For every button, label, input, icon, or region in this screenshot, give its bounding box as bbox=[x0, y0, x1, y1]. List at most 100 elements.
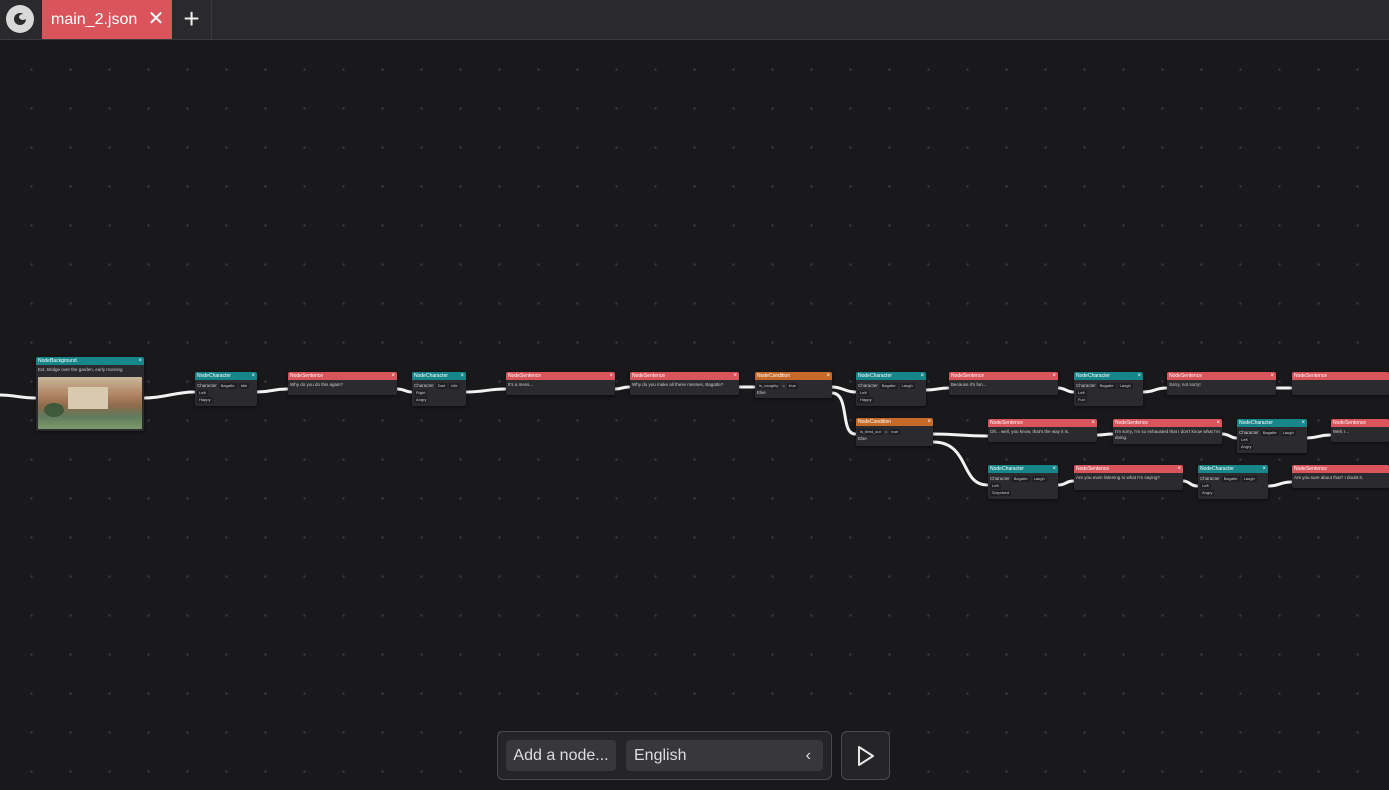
close-icon[interactable]: × bbox=[391, 373, 395, 379]
animation-select[interactable]: Laugh bbox=[899, 382, 915, 389]
node-sentence[interactable]: NodeSentence× Are you even listening to … bbox=[1074, 465, 1183, 490]
wire bbox=[1305, 433, 1332, 440]
close-icon[interactable]: × bbox=[927, 419, 931, 425]
node-title: NodeSentence bbox=[1333, 420, 1367, 426]
close-icon[interactable]: × bbox=[1052, 466, 1056, 472]
expression-select[interactable]: Angry bbox=[1239, 443, 1254, 450]
node-sentence[interactable]: NodeSentence bbox=[1292, 372, 1389, 395]
close-icon[interactable]: × bbox=[1270, 373, 1274, 379]
close-icon[interactable]: × bbox=[251, 373, 255, 379]
node-sentence[interactable]: NodeSentence× Why do you do this again? bbox=[288, 372, 397, 395]
sentence-text[interactable]: Well, I... bbox=[1333, 429, 1350, 434]
expression-select[interactable]: Surprised bbox=[990, 489, 1012, 496]
position-select[interactable]: Right bbox=[414, 389, 428, 396]
node-sentence[interactable]: NodeSentence Are you sure about that? I … bbox=[1292, 465, 1389, 488]
add-node-button[interactable]: Add a node... bbox=[506, 740, 616, 771]
expression-select[interactable]: Angry bbox=[1200, 489, 1215, 496]
expression-select[interactable]: Fun bbox=[1076, 396, 1087, 403]
node-title: NodeCharacter bbox=[1239, 420, 1273, 426]
close-icon[interactable]: × bbox=[1301, 420, 1305, 426]
position-select[interactable]: Left bbox=[858, 389, 869, 396]
sentence-text[interactable]: Oh... well, you know, that's the way it … bbox=[990, 429, 1070, 434]
animation-select[interactable]: Laugh bbox=[1280, 429, 1296, 436]
wire bbox=[613, 385, 631, 391]
character-select[interactable]: Bagatte bbox=[1097, 382, 1116, 389]
condition-variable[interactable]: is_tired_out bbox=[858, 428, 883, 435]
animation-select[interactable]: Idle bbox=[449, 382, 460, 389]
condition-value[interactable]: true bbox=[787, 382, 798, 389]
sentence-text[interactable]: Are you even listening to what I'm sayin… bbox=[1076, 475, 1160, 480]
close-icon[interactable]: × bbox=[609, 373, 613, 379]
add-tab-button[interactable]: + bbox=[172, 0, 212, 39]
character-select[interactable]: Bagatte bbox=[1260, 429, 1279, 436]
node-condition[interactable]: NodeCondition× is_tired_out=true Else bbox=[856, 418, 933, 446]
sentence-text[interactable]: Are you sure about that? I doubt it. bbox=[1294, 475, 1364, 480]
expression-select[interactable]: Angry bbox=[414, 396, 429, 403]
close-icon[interactable]: × bbox=[920, 373, 924, 379]
condition-operator: = bbox=[782, 382, 785, 388]
close-icon[interactable]: ✕ bbox=[147, 8, 165, 30]
condition-value[interactable]: true bbox=[889, 428, 901, 435]
node-background[interactable]: NodeBackground × Ext. Bridge over the ga… bbox=[36, 357, 144, 431]
language-select[interactable]: English ‹ bbox=[626, 740, 823, 771]
sentence-text[interactable]: Why do you make all these messes, Bagatt… bbox=[632, 382, 724, 387]
close-icon[interactable]: × bbox=[1052, 373, 1056, 379]
position-select[interactable]: Left bbox=[990, 482, 1001, 489]
close-icon[interactable]: × bbox=[733, 373, 737, 379]
tab-main-json[interactable]: main_2.json ✕ bbox=[42, 0, 172, 39]
character-label: Character bbox=[1200, 475, 1220, 481]
node-sentence[interactable]: NodeSentence× It's a mess... bbox=[506, 372, 615, 395]
sentence-text[interactable]: Sorry, not sorry! bbox=[1169, 382, 1201, 387]
close-icon[interactable]: × bbox=[1262, 466, 1266, 472]
chevron-left-icon: ‹ bbox=[805, 747, 811, 764]
position-select[interactable]: Left bbox=[1200, 482, 1211, 489]
condition-variable[interactable]: is_naughty bbox=[757, 382, 781, 389]
position-select[interactable]: Left bbox=[197, 389, 208, 396]
close-icon[interactable]: × bbox=[1216, 420, 1220, 426]
sentence-text[interactable]: Why do you do this again? bbox=[290, 382, 344, 387]
node-sentence[interactable]: NodeSentence× Sorry, not sorry! bbox=[1167, 372, 1276, 395]
animation-select[interactable]: Laugh bbox=[1031, 475, 1047, 482]
background-image-thumbnail bbox=[38, 377, 142, 429]
sentence-text[interactable] bbox=[1292, 380, 1389, 384]
expression-select[interactable]: Happy bbox=[858, 396, 874, 403]
character-select[interactable]: Bagatte bbox=[879, 382, 898, 389]
character-label: Character bbox=[990, 475, 1010, 481]
animation-select[interactable]: Laugh bbox=[1117, 382, 1133, 389]
node-sentence[interactable]: NodeSentence× Oh... well, you know, that… bbox=[988, 419, 1097, 442]
node-sentence[interactable]: NodeSentence Well, I... bbox=[1331, 419, 1389, 442]
close-icon[interactable]: × bbox=[460, 373, 464, 379]
animation-select[interactable]: Idle bbox=[238, 382, 250, 389]
node-sentence[interactable]: NodeSentence× I'm sorry, I'm so exhauste… bbox=[1113, 419, 1222, 444]
close-icon[interactable]: × bbox=[138, 358, 142, 364]
node-graph-canvas[interactable]: NodeBackground × Ext. Bridge over the ga… bbox=[0, 40, 1389, 790]
character-select[interactable]: Bagatte bbox=[1011, 475, 1030, 482]
app-logo-icon[interactable] bbox=[6, 5, 34, 33]
node-sentence[interactable]: NodeSentence× Why do you make all these … bbox=[630, 372, 739, 395]
position-select[interactable]: Left bbox=[1239, 436, 1250, 443]
character-select[interactable]: Dad bbox=[435, 382, 448, 389]
character-select[interactable]: Bagatte bbox=[1221, 475, 1240, 482]
sentence-text[interactable]: It's a mess... bbox=[508, 382, 534, 387]
character-select[interactable]: Bagatte bbox=[218, 382, 237, 389]
sentence-text[interactable]: I'm sorry, I'm so exhausted that I don't… bbox=[1115, 429, 1220, 440]
close-icon[interactable]: × bbox=[1137, 373, 1141, 379]
node-sentence[interactable]: NodeSentence× Because it's fun... bbox=[949, 372, 1058, 395]
close-icon[interactable]: × bbox=[826, 373, 830, 379]
close-icon[interactable]: × bbox=[1091, 420, 1095, 426]
play-button[interactable] bbox=[841, 731, 890, 780]
node-title: NodeSentence bbox=[1294, 373, 1328, 379]
close-icon[interactable]: × bbox=[1177, 466, 1181, 472]
animation-select[interactable]: Laugh bbox=[1241, 475, 1257, 482]
position-select[interactable]: Left bbox=[1076, 389, 1087, 396]
expression-select[interactable]: Happy bbox=[197, 396, 213, 403]
node-condition[interactable]: NodeCondition× is_naughty=true Else bbox=[755, 372, 832, 398]
sentence-text[interactable]: Because it's fun... bbox=[951, 382, 987, 387]
